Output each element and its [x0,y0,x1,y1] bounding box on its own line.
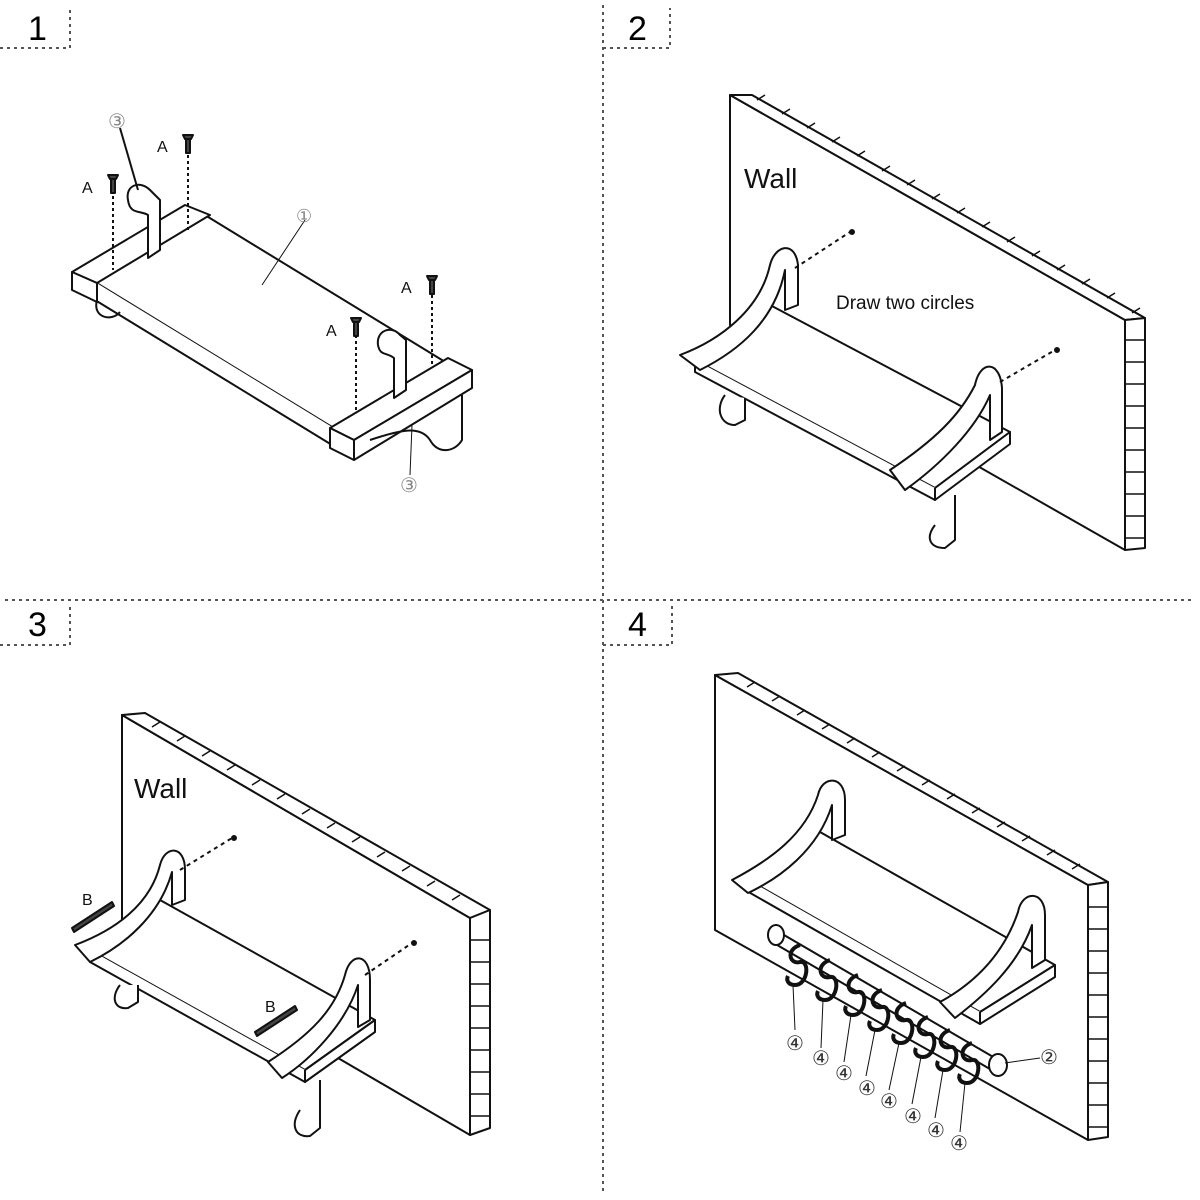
left-bracket [74,849,186,963]
label-part-4: ④ [812,1048,830,1070]
panel-3-labels: Wall B B [82,773,276,1016]
right-bracket [939,894,1046,1019]
step-number-3: 3 [28,606,47,644]
label-part-4: ④ [880,1091,898,1113]
panel-1-labels: A A A A ③ ① ③ [82,111,418,497]
label-screw-a: A [326,323,337,340]
right-bracket [267,957,371,1079]
brick-lines [151,721,490,1117]
left-bracket [679,247,799,371]
label-part-4: ④ [786,1033,804,1055]
label-draw-two-circles: Draw two circles [836,293,974,314]
panel-dividers [0,5,1195,1195]
panel-4-labels: ④ ④ ④ ④ ④ ④ ④ ④ ② [786,1033,1058,1155]
panel-2-labels: Wall Draw two circles [744,163,974,314]
step-number-4: 4 [628,606,647,644]
label-part-4: ④ [950,1133,968,1155]
label-screw-b: B [82,892,93,909]
label-screw-b: B [265,999,276,1016]
label-screw-a: A [401,280,412,297]
label-part-1: ① [296,206,312,226]
s-hook-icon [785,943,981,1085]
right-bracket [376,328,407,399]
label-screw-a: A [157,139,168,156]
left-bracket [731,779,846,894]
label-part-4: ④ [858,1078,876,1100]
left-bracket [126,183,161,259]
panel-3-fix-screws [71,712,491,1138]
right-bracket [889,365,1003,491]
panel-2-wall-mark [679,94,1146,551]
step-number-2: 2 [628,10,647,48]
label-part-4: ④ [904,1106,922,1128]
label-part-3: ③ [400,475,418,497]
brick-lines [751,94,1146,539]
label-part-4: ④ [927,1120,945,1142]
screw-icon [71,901,298,1037]
label-part-4: ④ [835,1063,853,1085]
screw-icon [107,134,438,337]
label-screw-a: A [82,180,93,197]
step-number-1: 1 [28,10,47,48]
label-part-3: ③ [108,111,126,133]
label-wall: Wall [134,773,187,804]
panel-4-hooks [714,672,1109,1141]
label-part-2: ② [1040,1047,1058,1069]
label-wall: Wall [744,163,797,194]
brick-lines [746,681,1108,1128]
panel-1-shelf-assembly [71,127,473,476]
